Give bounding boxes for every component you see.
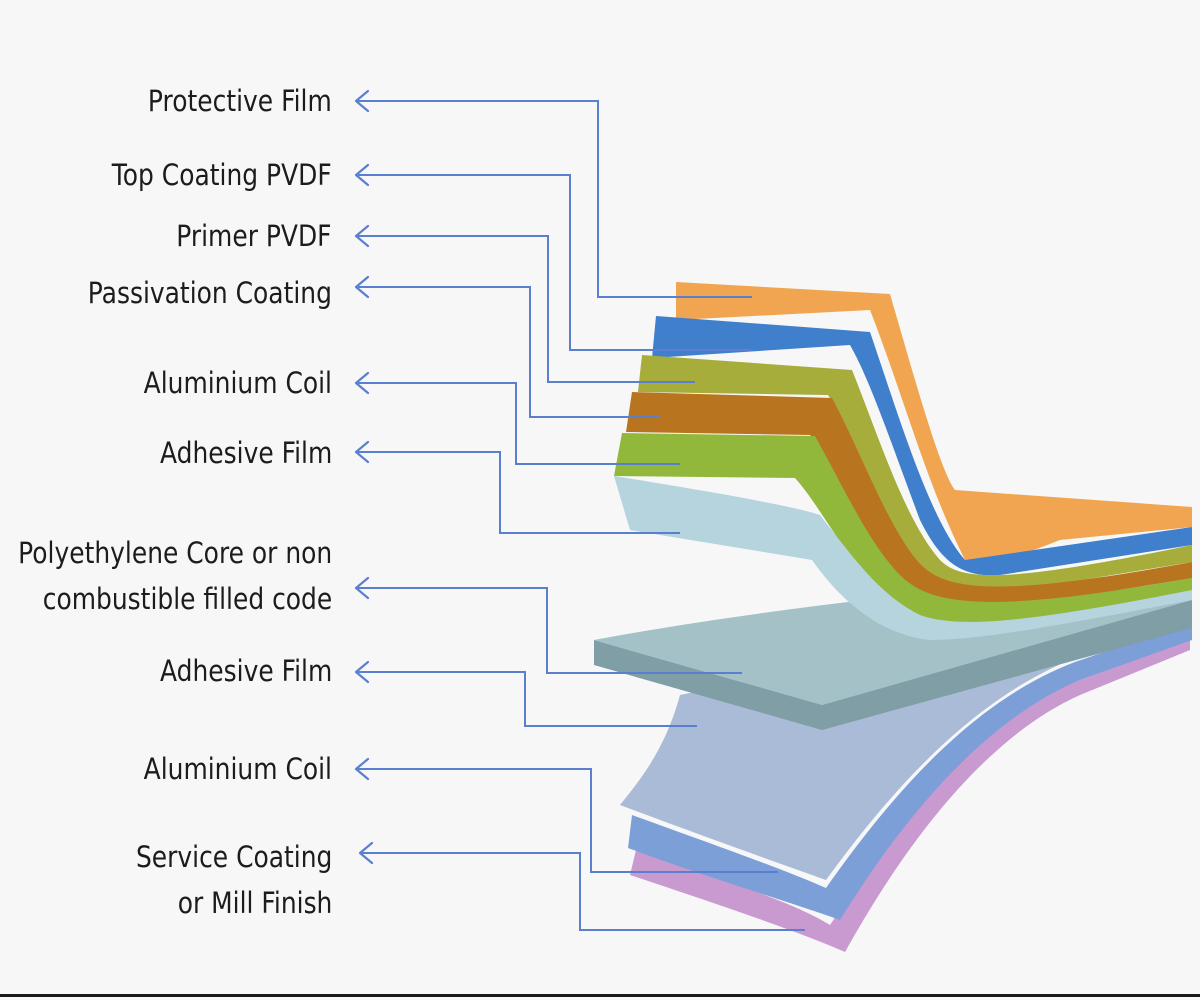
arrowhead-polyethylene-core: [354, 576, 370, 600]
arrowhead-protective-film: [354, 89, 370, 113]
core-layer-side: [594, 600, 1192, 730]
label-polyethylene-core: Polyethylene Core or non combustible fil…: [17, 536, 332, 616]
label-adhesive-film-top: Adhesive Film: [159, 436, 332, 470]
label-primer-pvdf: Primer PVDF: [176, 219, 332, 253]
top-coating-layer: [652, 316, 1192, 576]
label-protective-film: Protective Film: [148, 84, 332, 118]
leader-aluminium-coil-bottom: [358, 768, 778, 873]
bottom-divider: [0, 994, 1200, 997]
label-passivation-coating: Passivation Coating: [87, 276, 332, 310]
leader-top-coating-pvdf: [358, 174, 752, 351]
arrowhead-service-coating: [358, 841, 374, 865]
protective-film-layer: [676, 282, 1192, 564]
leader-adhesive-film-top: [358, 451, 680, 534]
leader-passivation-coating: [358, 286, 660, 418]
arrowhead-primer-pvdf: [354, 224, 370, 248]
adhesive-film-top-layer: [614, 476, 1192, 640]
label-aluminium-coil-top: Aluminium Coil: [143, 366, 332, 400]
arrowhead-adhesive-film-top: [354, 440, 370, 464]
passivation-layer: [626, 392, 1192, 613]
arrowhead-aluminium-coil-top: [354, 371, 370, 395]
leader-primer-pvdf: [358, 235, 695, 383]
service-coating-layer: [630, 640, 1190, 952]
leader-aluminium-coil-top: [358, 382, 680, 465]
primer-layer: [638, 355, 1192, 596]
aluminium-coil-bottom-layer: [628, 622, 1192, 920]
label-adhesive-film-bottom: Adhesive Film: [159, 654, 332, 688]
label-top-coating-pvdf: Top Coating PVDF: [112, 158, 332, 192]
arrowhead-passivation-coating: [354, 275, 370, 299]
arrowhead-aluminium-coil-bottom: [354, 757, 370, 781]
aluminium-coil-top-layer: [614, 433, 1192, 629]
leader-protective-film: [358, 100, 752, 298]
arrowhead-top-coating-pvdf: [354, 163, 370, 187]
leader-polyethylene-core: [358, 587, 742, 674]
leader-service-coating: [362, 852, 805, 931]
label-aluminium-coil-bottom: Aluminium Coil: [143, 752, 332, 786]
leader-lines: [354, 89, 805, 931]
arrowhead-adhesive-film-bottom: [354, 660, 370, 684]
leader-adhesive-film-bottom: [358, 671, 697, 727]
label-service-coating: Service Coating or Mill Finish: [135, 840, 332, 920]
